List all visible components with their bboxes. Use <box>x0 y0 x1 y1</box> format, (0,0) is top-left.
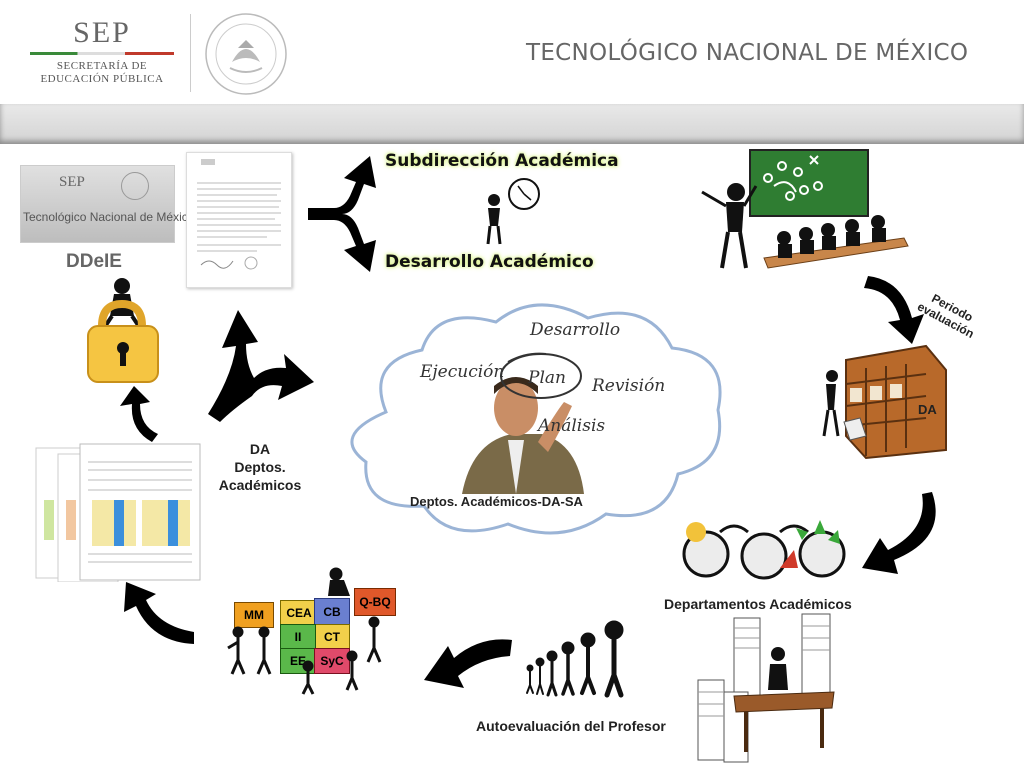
header-band <box>0 104 1024 144</box>
block-ii-label: II <box>294 630 302 644</box>
block-mm-label: MM <box>244 608 264 622</box>
da-deptos-label: DA Deptos. Académicos <box>210 440 310 494</box>
block-q-bq: Q-BQ <box>354 588 396 616</box>
curved-arrow-down-left-icon <box>862 492 936 574</box>
departamentos-academicos-label: Departamentos Académicos <box>664 596 852 612</box>
sep-logo-title: SEP <box>73 16 131 49</box>
block-ct-label: CT <box>324 630 340 644</box>
curved-arrow-down-icon <box>864 276 924 344</box>
split-arrow-icon <box>308 156 376 272</box>
evaluation-reports-thumbnail <box>35 443 201 582</box>
block-syc-label: SyC <box>320 654 344 668</box>
header-divider <box>190 14 191 92</box>
cloud-word-ejecucion: Ejecución <box>420 362 505 382</box>
cloud-word-revision: Revisión <box>592 376 666 396</box>
block-cb: CB <box>314 598 350 626</box>
sep-logo: SEP SECRETARÍA DE EDUCACIÓN PÚBLICA <box>22 16 182 86</box>
sep-logo-rule <box>30 52 174 55</box>
da-deptos-line2: Deptos. <box>234 459 286 475</box>
curved-arrow-up-left-icon <box>124 582 194 644</box>
sep-logo-line2: EDUCACIÓN PÚBLICA <box>40 73 164 85</box>
subdireccion-academica-label: Subdirección Académica <box>385 151 619 171</box>
professors-line-illustration <box>526 620 624 698</box>
tecnm-logo-text: Tecnológico Nacional de México <box>23 210 195 224</box>
desarrollo-academico-label: Desarrollo Académico <box>385 252 594 272</box>
autoevaluacion-profesor-label: Autoevaluación del Profesor <box>476 718 666 734</box>
stick-figures-carrying-icon <box>227 567 382 695</box>
da-deptos-line3: Académicos <box>218 477 302 493</box>
block-q-bq-label: Q-BQ <box>359 595 391 609</box>
teacher-chalkboard-illustration <box>701 149 909 269</box>
da-deptos-line1: DA <box>249 441 271 457</box>
curved-arrow-left-icon <box>424 639 512 688</box>
cloud-caption: Deptos. Académicos-DA-SA <box>410 494 583 509</box>
tecnm-logo-sep: SEP <box>59 174 85 190</box>
desk-paperwork-illustration <box>697 613 835 763</box>
official-document-thumbnail <box>186 152 292 288</box>
cloud-word-desarrollo: Desarrollo <box>530 320 621 340</box>
document-lines-icon <box>197 159 281 270</box>
split-arrow-up-icon <box>208 310 314 422</box>
block-mm: MM <box>234 602 274 628</box>
ddeie-label: DDeIE <box>66 251 122 272</box>
da-cabinet-label: DA <box>918 402 937 417</box>
tecnm-logo-seal-icon <box>121 172 149 200</box>
department-blocks: MM CEA CB Q-BQ CT II EE SyC <box>224 566 396 696</box>
block-syc: SyC <box>314 648 350 674</box>
institution-title: TECNOLÓGICO NACIONAL DE MÉXICO <box>526 40 969 66</box>
mexico-seal-icon <box>205 13 287 95</box>
curved-arrow-up-icon <box>120 386 158 442</box>
block-ct: CT <box>314 624 350 650</box>
block-ee-label: EE <box>289 654 306 668</box>
cloud-word-analisis: Análisis <box>538 416 606 436</box>
plan-ellipse-icon <box>500 352 582 399</box>
cloud-word-plan: Plan <box>528 368 566 388</box>
block-cea-label: CEA <box>286 606 312 620</box>
header: SEP SECRETARÍA DE EDUCACIÓN PÚBLICA TECN… <box>0 0 1024 104</box>
departamentos-gears-illustration <box>682 520 846 580</box>
da-cabinet-illustration <box>822 344 947 460</box>
block-cb-label: CB <box>323 605 341 619</box>
sep-logo-line1: SECRETARÍA DE <box>56 60 148 72</box>
tecnm-logo-card: SEP Tecnológico Nacional de México <box>20 165 194 243</box>
person-with-clock-icon <box>486 178 540 245</box>
padlock-with-person-icon <box>87 278 159 383</box>
